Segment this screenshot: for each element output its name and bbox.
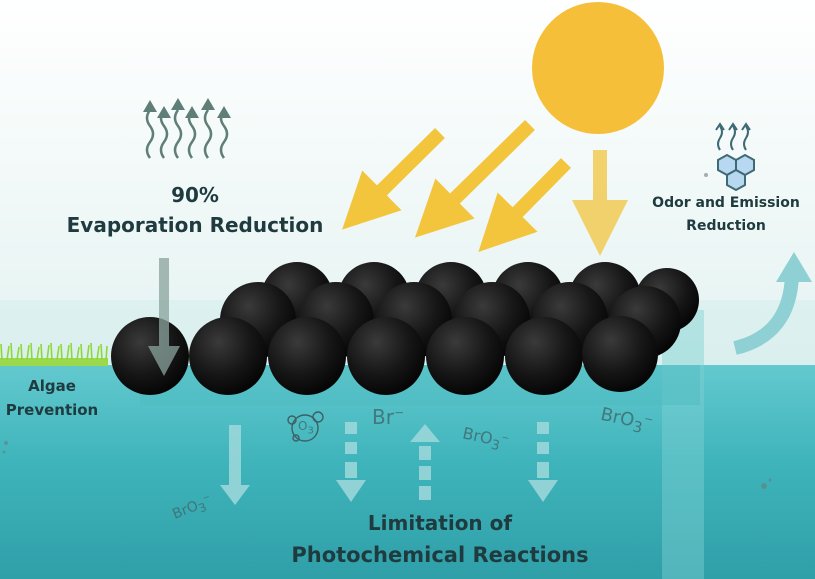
dashed-up-arrow xyxy=(410,424,440,442)
evaporation-reduction-label: Evaporation Reduction xyxy=(66,213,324,237)
molecule-icon xyxy=(717,153,755,192)
shade-ball xyxy=(111,317,189,395)
light-blocked-arrows xyxy=(220,422,558,505)
sun-ray-arrow xyxy=(414,119,535,238)
evaporation-percent-label: 90% xyxy=(171,183,219,207)
sun-ray-arrow xyxy=(342,128,445,230)
shade-ball xyxy=(582,316,658,392)
shade-ball xyxy=(189,317,267,395)
bromide-symbol: Br xyxy=(372,405,394,429)
bromate-symbol: BrO xyxy=(598,403,637,432)
dashed-down-arrow xyxy=(537,422,549,434)
evaporation-arrowheads xyxy=(143,98,231,118)
sun-icon xyxy=(532,2,664,134)
bromate-subscript: 3 xyxy=(631,417,645,437)
blocked-evaporation-arrow xyxy=(148,258,180,376)
shade-ball xyxy=(505,317,583,395)
ozone-symbol: O xyxy=(298,419,308,433)
shade-ball xyxy=(268,317,346,395)
ozone-icon xyxy=(287,411,324,442)
shade-ball xyxy=(347,317,425,395)
water-debris xyxy=(2,173,772,489)
rising-arrow-icon xyxy=(733,252,812,355)
odor-reduction-label: Reduction xyxy=(686,218,766,234)
odor-emission-label: Odor and Emission xyxy=(652,195,800,211)
dashed-down-arrow xyxy=(345,422,357,434)
algae-prevention-label: Prevention xyxy=(5,401,99,419)
grass-icon xyxy=(0,342,108,366)
ozone-label: O3 xyxy=(298,419,314,436)
ball-cover-layer xyxy=(111,262,699,395)
sun-ray-arrow xyxy=(478,158,571,252)
sun-rays xyxy=(342,119,628,256)
ozone-subscript: 3 xyxy=(307,425,314,437)
solid-down-arrow xyxy=(229,425,241,487)
bromate-subscript: 3 xyxy=(489,437,502,455)
shade-ball xyxy=(426,317,504,395)
algae-label: Algae xyxy=(28,377,76,395)
photochemical-reactions-label: Photochemical Reactions xyxy=(291,543,589,567)
bromide-label: Br− xyxy=(372,405,404,429)
limitation-label: Limitation of xyxy=(367,511,513,535)
odor-arrows-icon xyxy=(715,122,751,151)
bromide-charge: − xyxy=(393,405,405,420)
water-body xyxy=(0,365,815,579)
pond-wall xyxy=(662,310,704,579)
